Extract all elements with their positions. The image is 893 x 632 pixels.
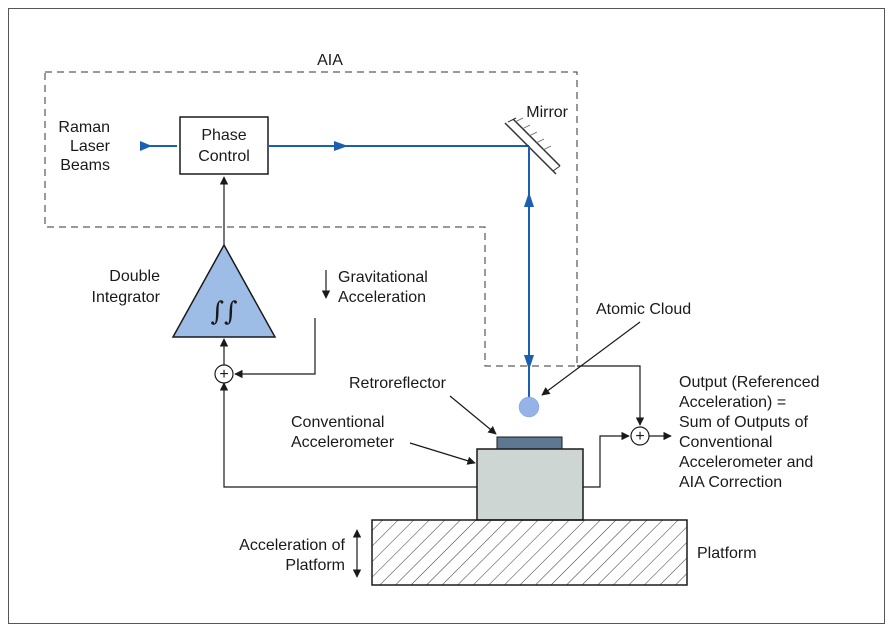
atomic-cloud-pointer bbox=[541, 321, 641, 396]
atomic-cloud-label: Atomic Cloud bbox=[596, 301, 691, 318]
retroreflector-pointer bbox=[449, 395, 497, 435]
phase-control-label-line1: Phase bbox=[201, 127, 246, 144]
mirror-edge-bottom bbox=[552, 165, 561, 172]
double-integrator-label-line2: Integrator bbox=[92, 289, 161, 306]
double-integrator-label-line1: Double bbox=[109, 268, 160, 285]
retroreflector-label: Retroreflector bbox=[349, 375, 447, 392]
conventional-accelerometer-label-line1: Conventional bbox=[291, 414, 384, 431]
output-label-line3: Sum of Outputs of bbox=[679, 414, 809, 431]
aia-label: AIA bbox=[317, 52, 343, 69]
conventional-accelerometer-label-line2: Accelerometer bbox=[291, 434, 395, 451]
phase-control-box bbox=[179, 116, 269, 175]
mirror-edge-top bbox=[507, 117, 517, 123]
mirror-hatch-3 bbox=[528, 131, 538, 137]
gravitational-label-line2: Acceleration bbox=[338, 289, 426, 306]
aia-correction-line bbox=[577, 365, 645, 426]
atomic-cloud-icon bbox=[518, 396, 540, 418]
platform-accel-label-line1: Acceleration of bbox=[239, 537, 345, 554]
platform-label: Platform bbox=[697, 545, 757, 562]
laser-beam-down-arrow-icon bbox=[524, 355, 534, 370]
retroreflector bbox=[496, 436, 563, 450]
laser-beam-direction-icon bbox=[334, 141, 348, 151]
double-integrator bbox=[171, 243, 277, 338]
gravitational-label-line1: Gravitational bbox=[338, 269, 428, 286]
accelerometer-pointer bbox=[409, 442, 476, 465]
mirror-hatch-1 bbox=[514, 117, 524, 123]
output-label-line1: Output (Referenced bbox=[679, 374, 820, 391]
raman-label-line3: Beams bbox=[60, 157, 110, 174]
output-label-line2: Acceleration) = bbox=[679, 394, 786, 411]
conventional-accelerometer bbox=[476, 448, 584, 521]
aia-boundary bbox=[44, 71, 578, 367]
integral-symbol-icon: ∫∫ bbox=[210, 297, 237, 327]
mirror-label: Mirror bbox=[526, 104, 568, 121]
accelerometer-feedback-line bbox=[219, 382, 477, 488]
output-label-line4: Conventional bbox=[679, 434, 772, 451]
laser-beam-up-arrow-icon bbox=[524, 192, 534, 207]
summing-junction-left-plus: + bbox=[219, 366, 228, 383]
phase-control-label-line2: Control bbox=[198, 148, 250, 165]
summing-junction-right-plus: + bbox=[635, 428, 644, 445]
platform-accel-label-line2: Platform bbox=[285, 557, 345, 574]
raman-label-line1: Raman bbox=[58, 119, 110, 136]
raman-label-line2: Laser bbox=[70, 138, 111, 155]
output-label-line5: Accelerometer and bbox=[679, 454, 813, 471]
accelerometer-output-line bbox=[583, 431, 630, 488]
output-label-line6: AIA Correction bbox=[679, 474, 782, 491]
laser-beam-in-arrow-icon bbox=[140, 141, 152, 151]
mirror-icon bbox=[504, 122, 557, 175]
platform-icon bbox=[371, 519, 688, 586]
gravity-to-sum-line bbox=[234, 318, 316, 379]
mirror-hatch-2 bbox=[521, 124, 531, 130]
mirror-hatch-5 bbox=[542, 145, 552, 151]
mirror-hatch-4 bbox=[535, 138, 545, 144]
